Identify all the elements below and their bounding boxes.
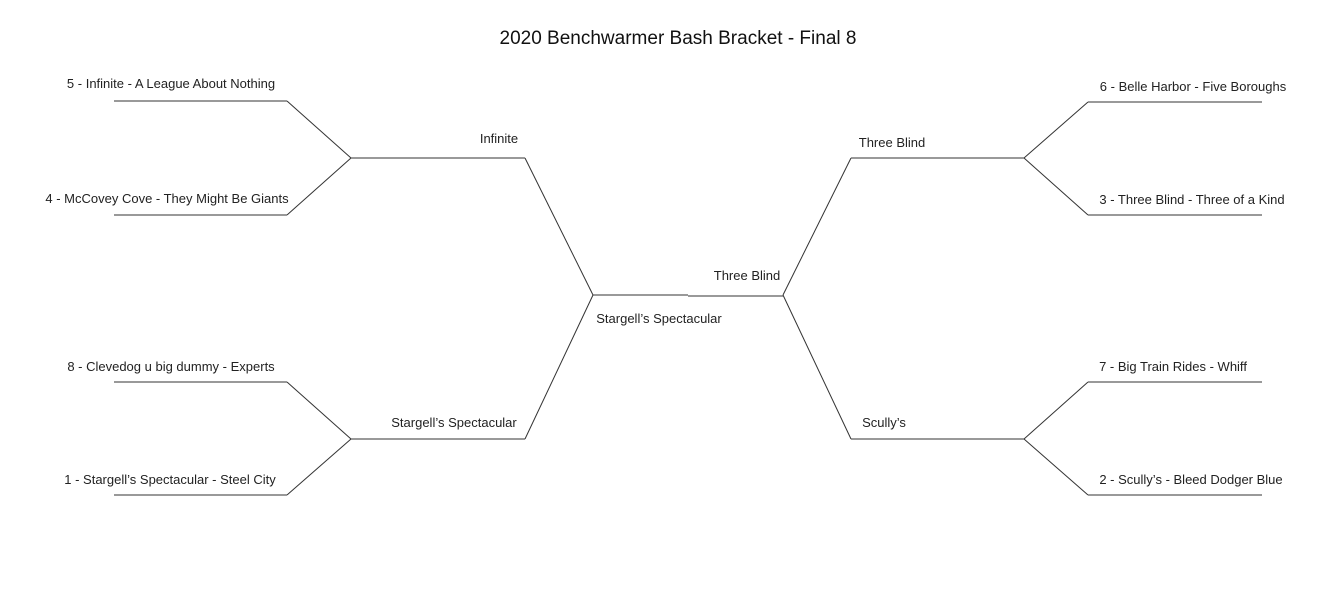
bracket-line [1023,381,1089,440]
bracket-line [286,381,352,440]
finalist-label: Three Blind [714,268,780,283]
right-top-quarterfinal: 6 - Belle Harbor - Five Boroughs 3 - Thr… [1023,79,1287,216]
bracket-line [1023,157,1089,216]
bracket-line [286,100,352,159]
semifinal-winner-label: Scully’s [862,415,906,430]
semifinal-winner-label: Three Blind [859,135,925,150]
left-top-quarterfinal: 5 - Infinite - A League About Nothing 4 … [45,76,352,216]
bracket-title: 2020 Benchwarmer Bash Bracket - Final 8 [500,28,857,49]
team-label: 3 - Three Blind - Three of a Kind [1099,192,1284,207]
team-label: 8 - Clevedog u big dummy - Experts [67,359,275,374]
bracket-line [286,438,352,496]
team-label: 7 - Big Train Rides - Whiff [1099,359,1247,374]
championship: Stargell’s Spectacular Three Blind [593,268,783,326]
bracket-line [782,294,852,440]
finalist-label: Stargell’s Spectacular [596,311,722,326]
bracket-line [782,157,852,296]
bracket-line [524,294,594,440]
bracket-line [524,157,594,296]
left-semifinal: Infinite Stargell’s Spectacular [351,131,594,440]
semifinal-winner-label: Infinite [480,131,518,146]
team-label: 1 - Stargell’s Spectacular - Steel City [64,472,276,487]
bracket-line [1023,438,1089,496]
right-semifinal: Three Blind Scully’s [782,135,1024,440]
team-label: 4 - McCovey Cove - They Might Be Giants [45,191,289,206]
team-label: 6 - Belle Harbor - Five Boroughs [1100,79,1287,94]
bracket-line [286,157,352,216]
team-label: 2 - Scully’s - Bleed Dodger Blue [1099,472,1282,487]
bracket-line [1023,101,1089,159]
left-bottom-quarterfinal: 8 - Clevedog u big dummy - Experts 1 - S… [64,359,352,496]
semifinal-winner-label: Stargell’s Spectacular [391,415,517,430]
right-bottom-quarterfinal: 7 - Big Train Rides - Whiff 2 - Scully’s… [1023,359,1283,496]
team-label: 5 - Infinite - A League About Nothing [67,76,275,91]
